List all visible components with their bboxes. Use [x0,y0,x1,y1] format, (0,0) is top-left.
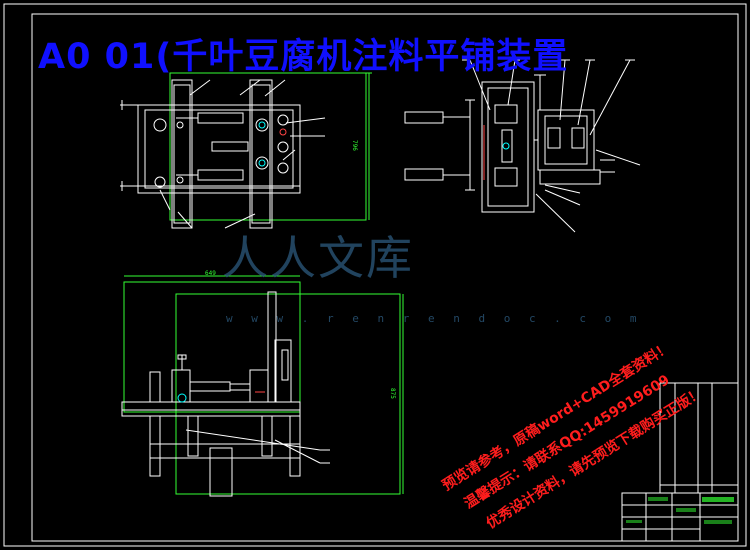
drawing-title: A0 01(千叶豆腐机注料平铺装置 [38,37,569,77]
side-view [404,59,641,233]
top-view-highlights [258,121,287,167]
dim-front-width: 649 [205,270,216,277]
inner-border [31,13,739,542]
dim-front-height: 875 [389,388,396,399]
title-block-details [626,497,734,524]
outer-border [3,3,747,547]
top-view [120,72,372,229]
side-view-highlights [483,125,510,180]
dim-top-height: 796 [351,140,358,151]
front-view [121,275,404,497]
title-block [621,382,739,542]
watermark-url: w w w . r e n r e n d o c . c o m [226,312,643,325]
front-view-highlights [177,391,265,403]
watermark-logo: 人人文库 [222,231,414,285]
